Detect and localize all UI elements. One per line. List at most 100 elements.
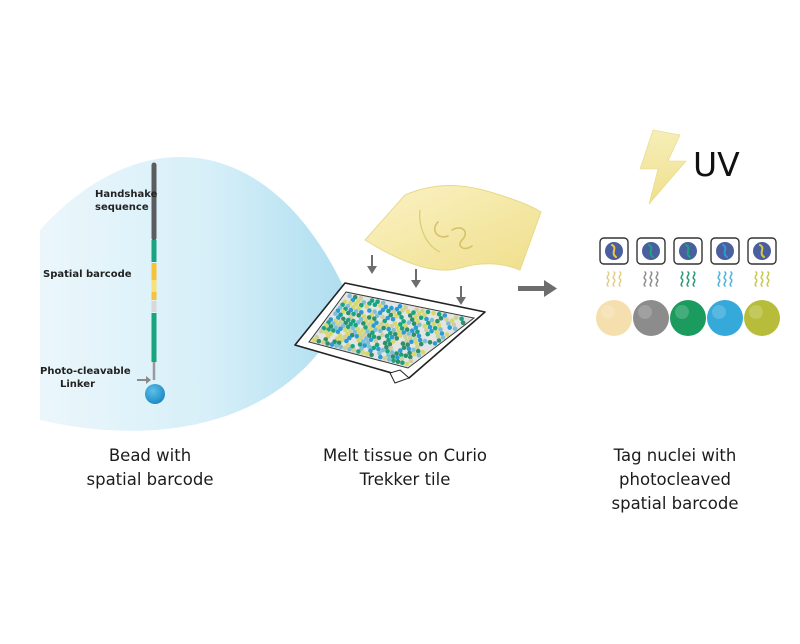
tile-bead (425, 331, 431, 337)
tile-bead (408, 354, 413, 360)
caption-tag: Tag nuclei with photocleaved spatial bar… (580, 444, 770, 516)
tile-bead (356, 320, 361, 325)
barcode-squiggle (760, 271, 764, 287)
tile-bead (351, 348, 357, 353)
barcode-squiggle (766, 271, 770, 287)
tile-bead (347, 335, 352, 341)
tile-bead (316, 338, 322, 344)
tagged-nucleus (596, 300, 632, 336)
tile-bead (345, 342, 351, 348)
tile-bead (415, 329, 420, 335)
tile-bead (414, 307, 420, 313)
tile-bead (411, 347, 416, 353)
tile-bead (401, 345, 407, 351)
tile-bead (399, 326, 405, 331)
tile-bead (411, 321, 417, 327)
tile-bead (343, 327, 348, 333)
tile-bead (374, 313, 380, 319)
tile-bead (371, 345, 377, 351)
tile-bead (434, 330, 440, 335)
tile-bead (420, 308, 425, 314)
tile-bead (404, 327, 410, 332)
caption-melt: Melt tissue on Curio Trekker tile (290, 444, 520, 492)
tile-bead (382, 340, 388, 346)
handshake-label-line-1: Handshake (95, 189, 158, 200)
caption-melt-line-1: Melt tissue on Curio (322, 446, 488, 465)
tile-bead (452, 326, 458, 332)
tile-bead (356, 349, 361, 354)
tile-bead (345, 331, 350, 337)
tile-bead (405, 342, 411, 348)
tile-bead (347, 328, 353, 334)
tile-bead (442, 313, 448, 318)
tile-bead (415, 344, 420, 350)
tile-bead (391, 339, 396, 344)
tile-bead (409, 339, 414, 345)
tile-bead (447, 325, 453, 330)
barcode-squiggle (717, 271, 721, 287)
tile-bead (373, 327, 378, 333)
tile-bead (394, 306, 400, 312)
tile-bead (366, 322, 371, 327)
tile-bead (411, 310, 416, 315)
uv-label: UV (693, 145, 740, 184)
tile-bead (409, 317, 415, 322)
tile-bead (435, 318, 440, 324)
tile-bead (415, 348, 421, 354)
tile-bead (365, 329, 370, 334)
tile-bead (412, 351, 417, 357)
tile-bead (394, 325, 400, 330)
nucleus-strand-icon (648, 244, 654, 258)
tile-bead (427, 324, 433, 330)
tile-bead (380, 300, 386, 306)
tile-bead (376, 335, 382, 341)
barcode-squiggle (655, 271, 659, 287)
tile-bead (386, 308, 391, 314)
tile-bead (347, 293, 352, 299)
tile-bead (438, 316, 444, 321)
linker-label: Photo-cleavable Linker (40, 365, 131, 391)
tile-bead (374, 320, 379, 326)
nucleus-strand-icon (611, 244, 617, 258)
tile-bead (397, 311, 402, 316)
tile-bead (416, 352, 422, 358)
tile-bead (350, 344, 355, 349)
caption-melt-line-2: Trekker tile (359, 470, 451, 489)
caption-bead: Bead with spatial barcode (55, 444, 245, 492)
tile-bead (413, 325, 419, 331)
tile-bead (360, 328, 365, 333)
nucleus-strand-icon (685, 244, 691, 258)
tile-bead (400, 341, 406, 346)
tile-bead (449, 318, 455, 323)
tile-bead (415, 318, 420, 324)
tile-bead (429, 328, 434, 334)
tile-bead (422, 312, 427, 318)
tile-bead (392, 320, 398, 326)
tile-bead (376, 324, 381, 330)
tile-bead (361, 314, 367, 319)
tile-bead (376, 346, 381, 352)
spatial-barcode-label: Spatial barcode (43, 269, 132, 280)
tile-bead (351, 318, 356, 324)
tile-bead (404, 361, 410, 367)
tile-bead (417, 337, 423, 343)
tile-bead (432, 341, 438, 346)
tile-bead (384, 344, 389, 350)
tile-bead (352, 329, 358, 335)
tile-bead (403, 353, 409, 359)
tile-bead (401, 319, 406, 324)
tile-bead (334, 343, 339, 349)
tile-bead (342, 345, 348, 351)
tile-bead (379, 321, 384, 327)
tile-bead (400, 308, 405, 313)
tagged-nucleus (744, 300, 780, 336)
tile-bead (395, 355, 400, 360)
nucleus-highlight (601, 305, 615, 319)
tile-bead (429, 317, 435, 323)
linker-label-line-1: Photo-cleavable (40, 366, 131, 377)
linker-label-line-2: Linker (60, 379, 96, 390)
tile-bead (438, 327, 443, 332)
tile-bead (389, 334, 395, 340)
tile-bead (388, 346, 394, 351)
tile-bead (417, 322, 422, 328)
